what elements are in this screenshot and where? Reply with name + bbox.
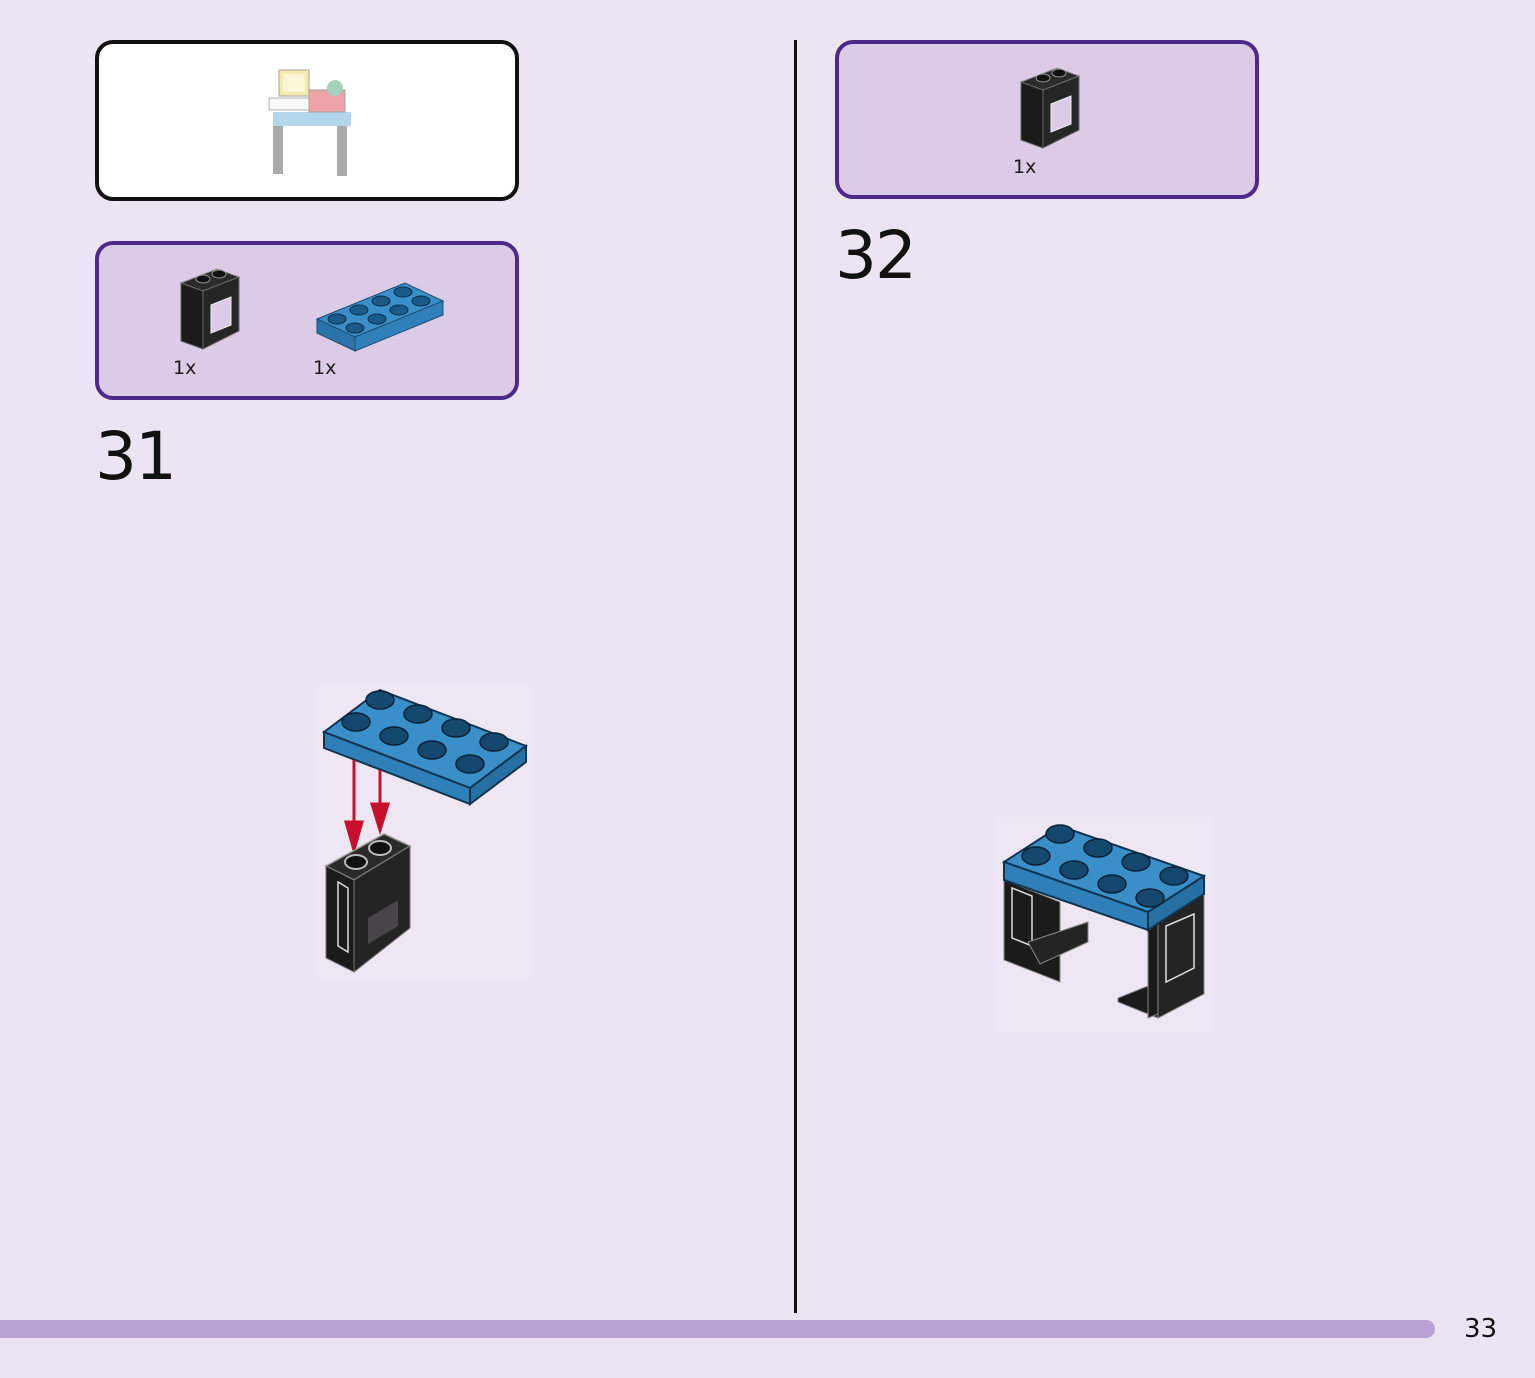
step-31-parts-list: 1x 1x — [95, 241, 519, 400]
step-31-build-illustration — [318, 686, 532, 978]
black-panel-icon — [1019, 67, 1081, 149]
step-32-build-illustration — [998, 818, 1212, 1032]
page-number: 33 — [1464, 1314, 1498, 1344]
step-31-number: 31 — [95, 418, 177, 495]
finished-model-preview — [95, 40, 519, 201]
step-32-parts-list: 1x — [835, 40, 1259, 199]
desk-model-preview-icon — [268, 69, 351, 176]
step-31-part-2-qty: 1x — [313, 357, 337, 379]
black-panel-icon — [179, 268, 241, 350]
step-divider — [794, 40, 797, 1313]
step-32-number: 32 — [835, 217, 917, 294]
blue-plate-2x4-icon — [315, 282, 445, 352]
step-32-part-1-qty: 1x — [1013, 156, 1037, 178]
step-31-part-1-qty: 1x — [173, 357, 197, 379]
progress-bar — [0, 1320, 1435, 1338]
